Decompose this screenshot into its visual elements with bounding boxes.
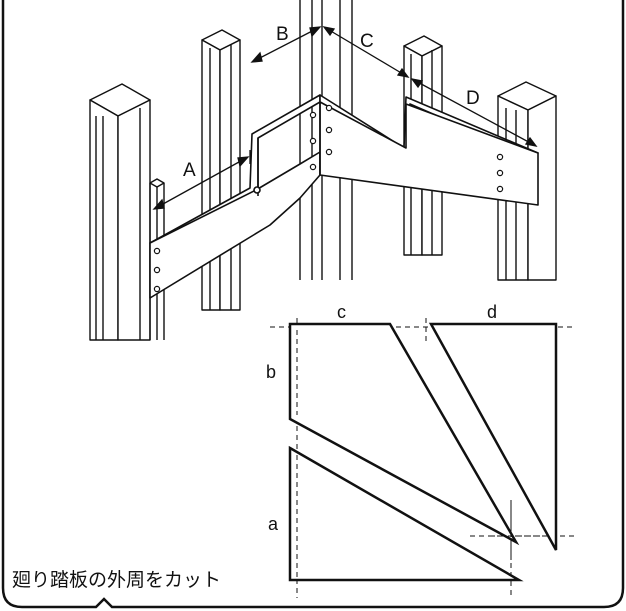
cut-template: a b c d [266,302,575,598]
cut-shape-bc [288,322,520,546]
cut-label-c: c [337,302,346,322]
dim-label-B: B [276,24,289,45]
cut-shape-a [288,445,524,582]
caption: 廻り踏板の外周をカット [12,569,221,591]
screws [153,104,504,293]
dimension-labels: A B C D [183,24,480,181]
cut-label-b: b [266,362,276,382]
post-far-left [89,83,151,341]
cut-label-a: a [268,514,279,534]
cut-label-d: d [487,302,497,322]
dim-label-C: C [360,31,374,52]
post-second-left [201,29,241,311]
dim-label-D: D [466,88,480,109]
dim-label-A: A [183,160,196,181]
dimension-lines [152,26,538,210]
tread-board [149,94,539,299]
cut-shape-d [428,322,558,551]
